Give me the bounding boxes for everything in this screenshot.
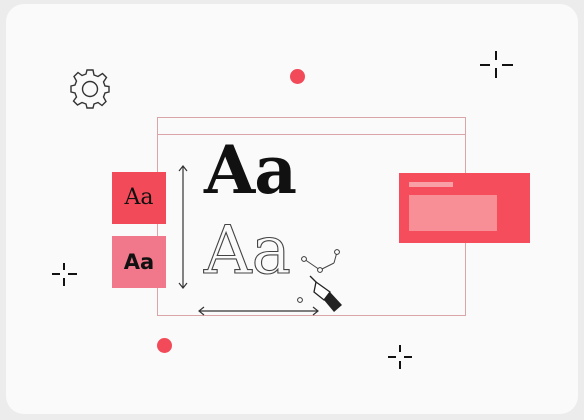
window-title-bar xyxy=(158,134,465,135)
accent-dot-bottom xyxy=(157,338,172,353)
serif-font-swatch: Aa xyxy=(112,172,166,224)
sans-font-swatch: Aa xyxy=(112,236,166,288)
sans-swatch-label: Aa xyxy=(123,249,155,274)
sparkle-icon xyxy=(388,345,412,369)
sparkle-icon xyxy=(52,263,77,286)
pen-tool-icon xyxy=(297,249,342,312)
double-arrow-icon xyxy=(198,306,319,316)
panel-content-block xyxy=(409,195,497,231)
bold-type-sample: Aa xyxy=(204,131,297,209)
double-arrow-icon xyxy=(178,165,188,289)
serif-swatch-label: Aa xyxy=(124,185,154,210)
panel-heading-bar xyxy=(409,182,453,187)
sparkle-icon xyxy=(480,51,513,78)
accent-dot-top xyxy=(290,69,305,84)
gear-icon xyxy=(70,69,110,109)
red-content-panel xyxy=(399,173,530,243)
outline-type-sample: Aa xyxy=(203,212,292,289)
